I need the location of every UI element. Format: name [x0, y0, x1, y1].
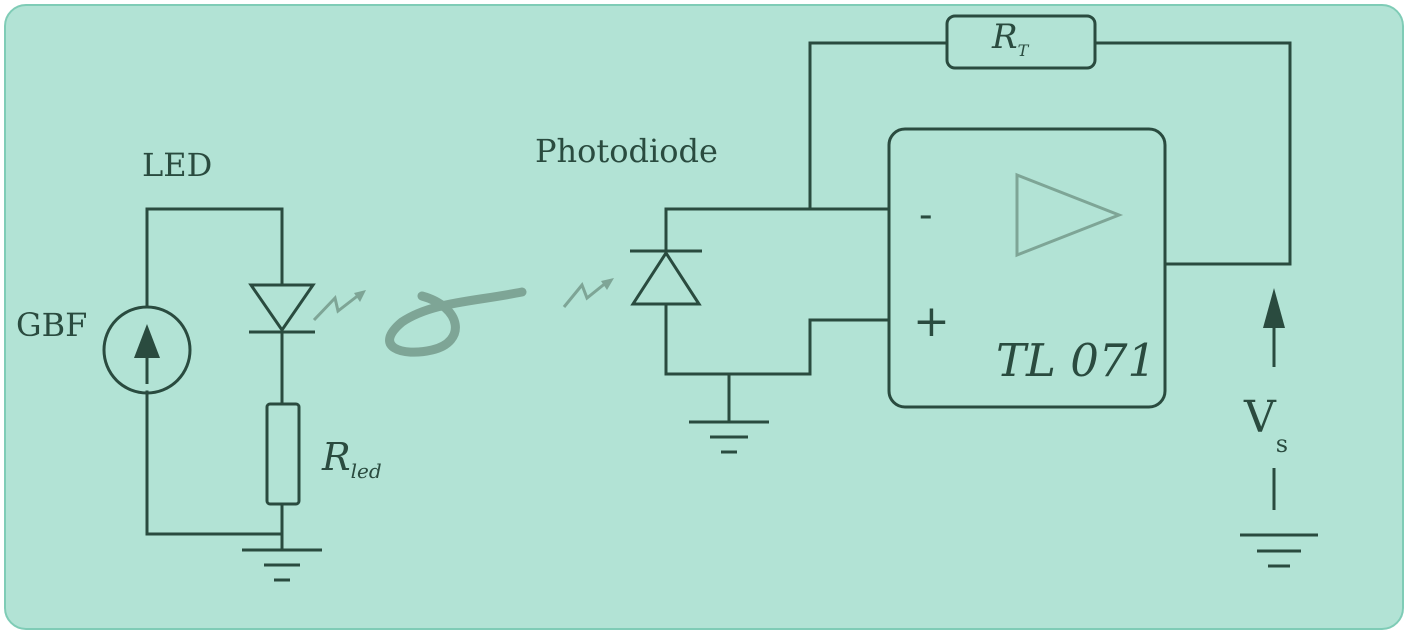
photodiode-label: Photodiode	[535, 132, 718, 170]
led-diode-icon	[248, 283, 316, 334]
led-circuit	[145, 207, 284, 552]
optical-fiber-icon	[385, 287, 527, 357]
led-ground-icon	[242, 548, 322, 582]
wire-led-top	[145, 207, 284, 309]
photodiode-reception-icon	[562, 278, 614, 308]
opamp-name-label: TL 071	[996, 334, 1156, 387]
photodiode-icon	[630, 249, 702, 306]
opamp-block	[887, 127, 1167, 409]
wire-led-bottom	[145, 390, 284, 536]
gbf-label: GBF	[16, 306, 87, 344]
r-led-label: Rled	[321, 435, 382, 483]
amplifier-wiring	[664, 41, 1292, 424]
opamp-minus-label: -	[919, 192, 933, 238]
output-ground-icon	[1240, 533, 1318, 568]
vs-label: Vs	[1243, 392, 1288, 458]
vs-arrow-icon	[1263, 288, 1285, 510]
circuit-schematic: LED GBF Rled Photodiode RT - + TL 071 Vs	[16, 14, 1318, 582]
r-t-label: RT	[991, 17, 1030, 60]
gbf-source-icon	[102, 305, 192, 395]
wire-feedback-right	[1093, 41, 1292, 266]
r-led-resistor	[265, 402, 301, 506]
opamp-triangle-icon	[1015, 172, 1124, 258]
opamp-plus-label: +	[913, 296, 950, 347]
r-t-resistor	[945, 14, 1097, 70]
led-label: LED	[142, 146, 212, 184]
wire-feedback-left	[808, 41, 949, 211]
wire-photodiode-minus	[664, 207, 891, 253]
diagram-frame: LED GBF Rled Photodiode RT - + TL 071 Vs	[4, 4, 1404, 630]
amp-ground-icon	[689, 420, 769, 454]
led-emission-icon	[312, 290, 366, 322]
wire-photodiode-plus	[664, 302, 891, 376]
